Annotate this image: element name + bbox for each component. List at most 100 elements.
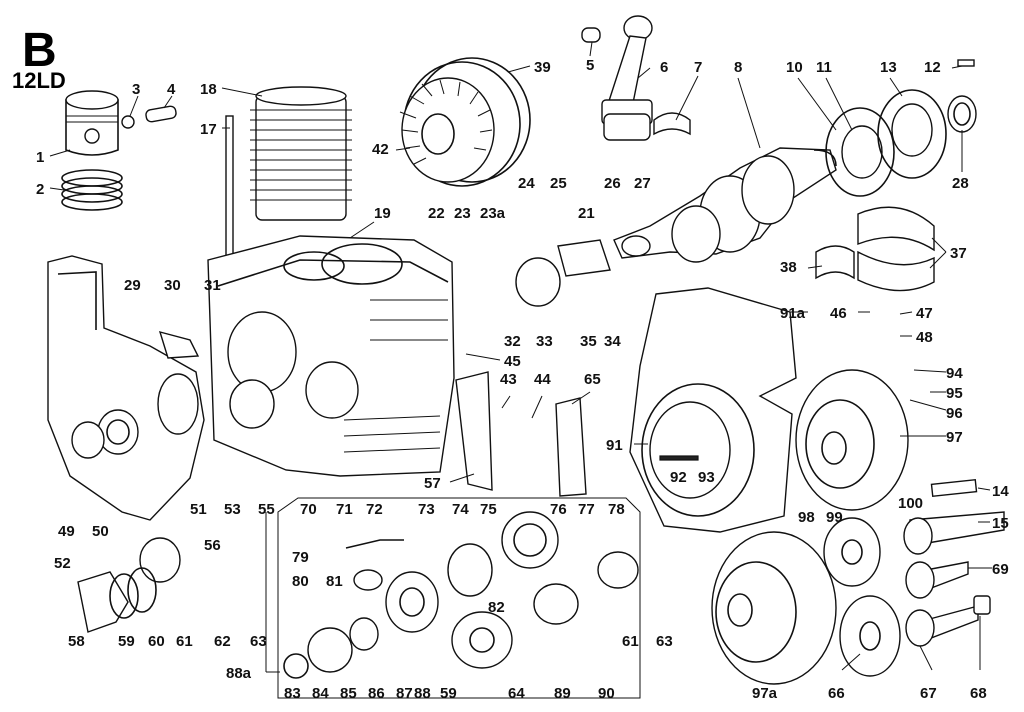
callout-56: 56: [204, 537, 221, 554]
callout-4: 4: [167, 81, 176, 98]
callout-60: 60: [148, 633, 165, 650]
callout-47: 47: [916, 305, 933, 322]
callout-84: 84: [312, 685, 329, 702]
callout-43: 43: [500, 371, 517, 388]
callout-21: 21: [578, 205, 595, 222]
callout-24: 24: [518, 175, 535, 192]
callout-11: 11: [816, 59, 832, 76]
callout-51: 51: [190, 501, 207, 518]
adapters-right: [823, 478, 1005, 677]
callout-33: 33: [536, 333, 553, 350]
callout-29: 29: [124, 277, 141, 294]
callout-58: 58: [68, 633, 85, 650]
crankcase: [207, 235, 455, 477]
callout-50: 50: [92, 523, 109, 540]
callout-95: 95: [946, 385, 963, 402]
callout-72: 72: [366, 501, 383, 518]
callout-55: 55: [258, 501, 275, 518]
callout-23a: 23a: [480, 205, 506, 222]
pulley-97a: [711, 531, 837, 685]
callout-32: 32: [504, 333, 521, 350]
callout-35: 35: [580, 333, 597, 350]
callout-75: 75: [480, 501, 497, 518]
callout-45: 45: [504, 353, 521, 370]
callout-96: 96: [946, 405, 963, 422]
callout-74: 74: [452, 501, 469, 518]
callout-77: 77: [578, 501, 595, 518]
callout-80: 80: [292, 573, 309, 590]
cylinder-barrel: [225, 86, 352, 267]
callout-89: 89: [554, 685, 571, 702]
callout-59a: 59: [118, 633, 135, 650]
bell-housing: [629, 287, 797, 533]
callout-27: 27: [634, 175, 651, 192]
callout-23: 23: [454, 205, 471, 222]
timing-cover: [47, 255, 205, 521]
callout-87: 87: [396, 685, 413, 702]
callout-93: 93: [698, 469, 715, 486]
callout-71: 71: [336, 501, 353, 518]
callout-44: 44: [534, 371, 551, 388]
connecting-rod: [581, 15, 691, 141]
crankshaft: [613, 147, 837, 263]
callout-76: 76: [550, 501, 567, 518]
callout-25: 25: [550, 175, 567, 192]
callout-98: 98: [798, 509, 815, 526]
engine-model: 12LD: [12, 68, 66, 93]
callout-64: 64: [508, 685, 525, 702]
callout-49: 49: [58, 523, 75, 540]
callout-85: 85: [340, 685, 357, 702]
callout-59b: 59: [440, 685, 457, 702]
callout-37: 37: [950, 245, 967, 262]
callout-91a: 91a: [780, 305, 806, 322]
callout-88: 88: [414, 685, 431, 702]
callout-90: 90: [598, 685, 615, 702]
callout-65: 65: [584, 371, 601, 388]
callout-3: 3: [132, 81, 140, 98]
callout-97a: 97a: [752, 685, 778, 702]
callout-99: 99: [826, 509, 843, 526]
callout-42: 42: [372, 141, 389, 158]
callout-5: 5: [586, 57, 594, 74]
callout-91: 91: [606, 437, 623, 454]
callout-8: 8: [734, 59, 742, 76]
section-letter: B: [22, 24, 57, 77]
callout-83: 83: [284, 685, 301, 702]
callout-66: 66: [828, 685, 845, 702]
callout-52: 52: [54, 555, 71, 572]
callout-79: 79: [292, 549, 309, 566]
callout-labels: 1 2 3 4 5 6 7 8 10 11 13 12 14 15 17 18 …: [36, 57, 1009, 702]
callout-53: 53: [224, 501, 241, 518]
main-bearing-flange: [825, 59, 977, 197]
callout-88a: 88a: [226, 665, 252, 682]
callout-69: 69: [992, 561, 1009, 578]
misc-small-parts: [77, 239, 611, 633]
callout-15: 15: [992, 515, 1009, 532]
callout-14: 14: [992, 483, 1009, 500]
callout-48: 48: [916, 329, 933, 346]
callout-38: 38: [780, 259, 797, 276]
main-bearing-halves: [815, 206, 935, 292]
callout-10: 10: [786, 59, 803, 76]
callout-13: 13: [880, 59, 897, 76]
callout-81: 81: [326, 573, 343, 590]
callout-57: 57: [424, 475, 441, 492]
callout-18: 18: [200, 81, 217, 98]
callout-31: 31: [204, 277, 221, 294]
callout-97: 97: [946, 429, 963, 446]
callout-61a: 61: [176, 633, 193, 650]
callout-67: 67: [920, 685, 937, 702]
callout-34: 34: [604, 333, 621, 350]
callout-86: 86: [368, 685, 385, 702]
callout-30: 30: [164, 277, 181, 294]
callout-94: 94: [946, 365, 963, 382]
piston-assembly: [61, 90, 177, 211]
callout-7: 7: [694, 59, 702, 76]
callout-68: 68: [970, 685, 987, 702]
callout-62: 62: [214, 633, 231, 650]
callout-82: 82: [488, 599, 505, 616]
leader-lines: [49, 41, 992, 673]
callout-26: 26: [604, 175, 621, 192]
